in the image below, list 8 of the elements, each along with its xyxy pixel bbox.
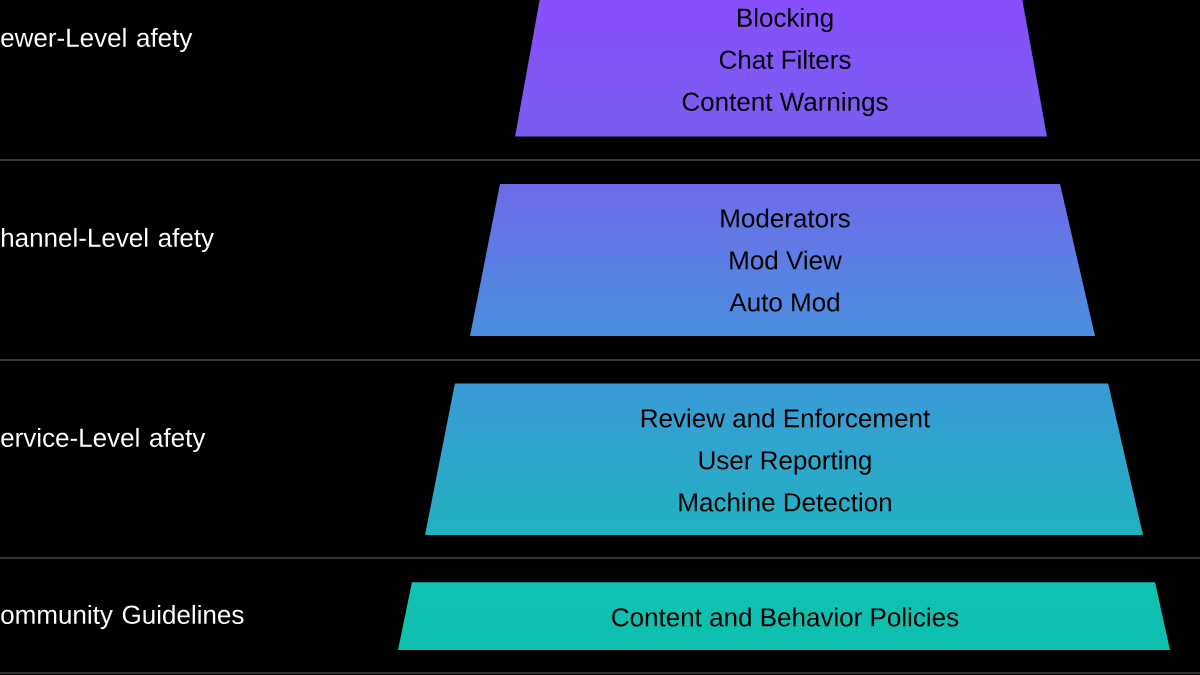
layer-trapezoid: Review and Enforcement User Reporting Machine Detection bbox=[641, 408, 930, 512]
layer-label: ommunity Guidelines bbox=[1, 604, 244, 630]
layer-trapezoid: Moderators Mod View Auto Mod bbox=[721, 208, 850, 312]
layer-label: ewer-Level afety bbox=[1, 27, 193, 53]
layer-trapezoid: Content and Behavior Policies bbox=[612, 607, 959, 627]
layer-label: hannel-Level afety bbox=[2, 227, 215, 253]
layer-trapezoid: Blocking Chat Filters Content Warnings bbox=[682, 7, 888, 117]
layer-label: ervice-Level afety bbox=[1, 427, 206, 453]
